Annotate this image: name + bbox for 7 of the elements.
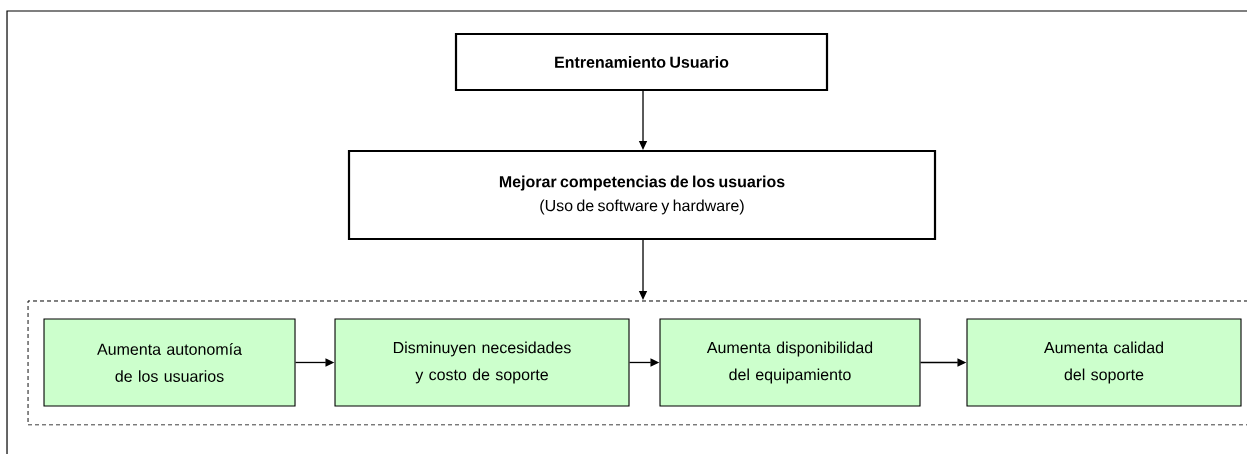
process-box: Aumenta autonomía de los usuarios — [43, 318, 296, 407]
title-box: Entrenamiento Usuario — [454, 32, 829, 92]
process-box: Mejorar competencias de los usuarios (Uso de software y hardware) — [347, 149, 937, 241]
process-box: Aumenta calidad del soporte — [966, 318, 1242, 407]
process-box: Aumenta disponibilidad del equipamiento — [659, 318, 921, 407]
dashed-group-box — [27, 300, 1247, 426]
process-box: Disminuyen necesidades y costo de soporte — [334, 318, 630, 407]
